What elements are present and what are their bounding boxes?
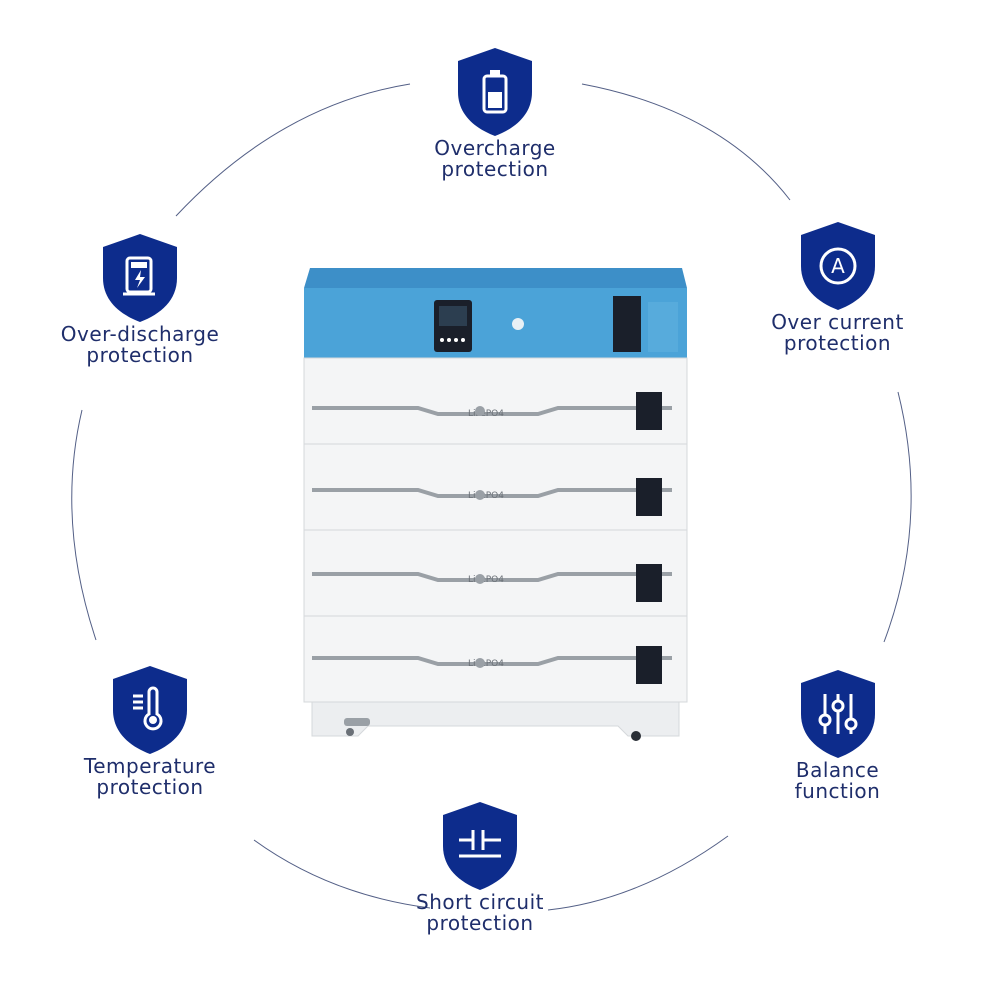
module-label: LiFePO4 — [468, 575, 504, 585]
battery-stack-image: LiFePO4 LiFePO4 LiFePO4 LiFePO4 — [303, 268, 688, 741]
module-label: LiFePO4 — [468, 491, 504, 501]
feature-label: Balance function — [794, 758, 881, 803]
battery-icon — [458, 48, 532, 136]
feature-label: Short circuit protection — [416, 890, 544, 935]
feature-balance: Balance function — [740, 668, 935, 802]
feature-label: Over current protection — [771, 310, 904, 355]
ammeter-icon: A — [800, 222, 875, 310]
bms-unit — [304, 268, 687, 358]
feature-label: Overcharge protection — [434, 136, 556, 181]
battery-module: LiFePO4 — [303, 529, 688, 617]
module-label: LiFePO4 — [468, 409, 504, 419]
feature-label: Temperature protection — [83, 754, 217, 799]
feature-over-current: A Over current protection — [740, 220, 935, 354]
feature-overcharge: Overcharge protection — [395, 46, 595, 180]
feature-temperature: Temperature protection — [50, 664, 250, 798]
capacitor-icon — [443, 802, 517, 890]
battery-module: LiFePO4 — [303, 443, 688, 531]
power-button-icon — [512, 318, 524, 330]
svg-text:A: A — [831, 254, 845, 278]
battery-module: LiFePO4 — [303, 357, 688, 445]
sliders-icon — [800, 670, 875, 758]
feature-label: Over-discharge protection — [60, 322, 220, 367]
feature-over-discharge: Over-discharge protection — [40, 232, 240, 366]
thermometer-icon — [113, 666, 187, 754]
charging-station-icon — [103, 234, 177, 322]
battery-module: LiFePO4 — [303, 615, 688, 703]
battery-base — [311, 701, 680, 741]
module-label: LiFePO4 — [468, 659, 504, 669]
feature-short-circuit: Short circuit protection — [380, 800, 580, 934]
